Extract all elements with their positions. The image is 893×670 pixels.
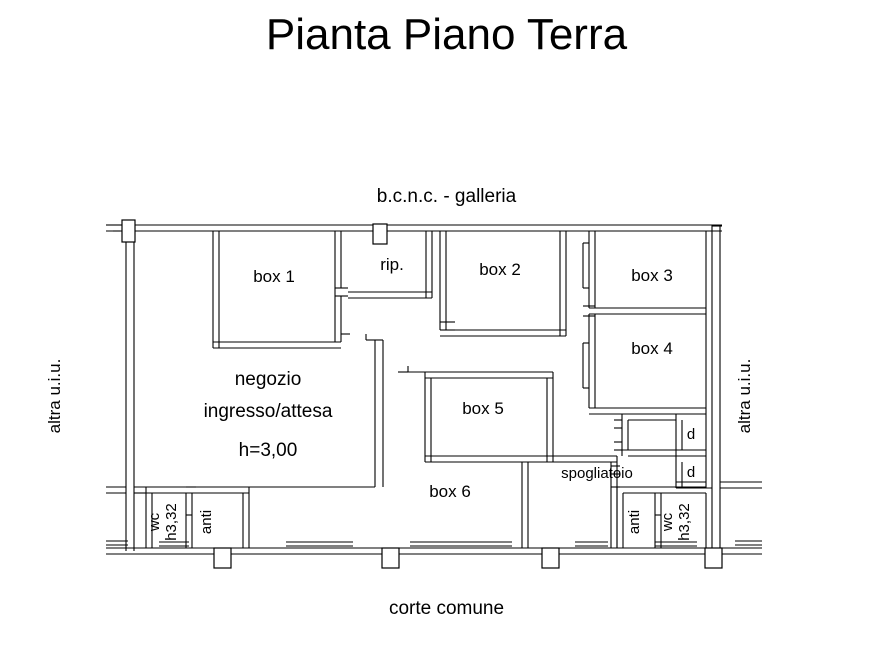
room-label-spogliatoio: spogliatoio (561, 465, 633, 482)
room-label-box3: box 3 (631, 266, 673, 285)
room-anti-left: anti (186, 486, 250, 548)
room-label-box6: box 6 (429, 482, 471, 501)
room-label-d-lower: d (687, 464, 695, 481)
room-label-h332-left: h3,32 (163, 503, 180, 541)
room-label-wc-left: wc (146, 512, 163, 532)
bottom-wall-pilasters (159, 541, 723, 569)
room-box6: box 6 (429, 462, 529, 548)
room-label-box5: box 5 (462, 399, 504, 418)
room-box5: box 5 (398, 366, 554, 463)
corridor-right (614, 413, 676, 457)
room-d-upper: d (675, 413, 707, 457)
room-label-anti-left: anti (198, 510, 215, 534)
room-label-negozio: negozio (235, 369, 302, 390)
room-label-wc-right: wc (659, 512, 676, 532)
room-anti-right: anti (611, 486, 706, 548)
room-wc-left: wc h3,32 (145, 486, 249, 548)
room-negozio: negozio ingresso/attesa h=3,00 (134, 334, 384, 494)
room-d-lower: d (675, 456, 712, 489)
caption-bottom-corte-comune: corte comune (388, 598, 505, 619)
top-wall-pilasters (113, 219, 388, 245)
room-label-ingresso-attesa: ingresso/attesa (204, 401, 333, 422)
room-box1: box 1 (212, 231, 350, 349)
perimeter-walls (106, 222, 762, 555)
room-label-altezza: h=3,00 (239, 440, 298, 461)
room-box4: box 4 (582, 314, 707, 415)
room-label-box1: box 1 (253, 267, 295, 286)
room-label-box4: box 4 (631, 339, 673, 358)
caption-top-galleria: b.c.n.c. - galleria (376, 186, 517, 207)
room-label-rip: rip. (380, 255, 404, 274)
room-label-box2: box 2 (479, 260, 521, 279)
room-box3: box 3 (582, 231, 707, 317)
room-box2: box 2 (439, 231, 567, 337)
room-rip: rip. (348, 231, 433, 299)
page-title: Pianta Piano Terra (265, 10, 628, 59)
exterior-stubs (106, 481, 762, 546)
room-label-d-upper: d (687, 426, 695, 443)
room-label-h332-right: h3,32 (676, 503, 693, 541)
room-label-anti-right: anti (626, 510, 643, 534)
room-wc-right: wc h3,32 (659, 493, 707, 548)
